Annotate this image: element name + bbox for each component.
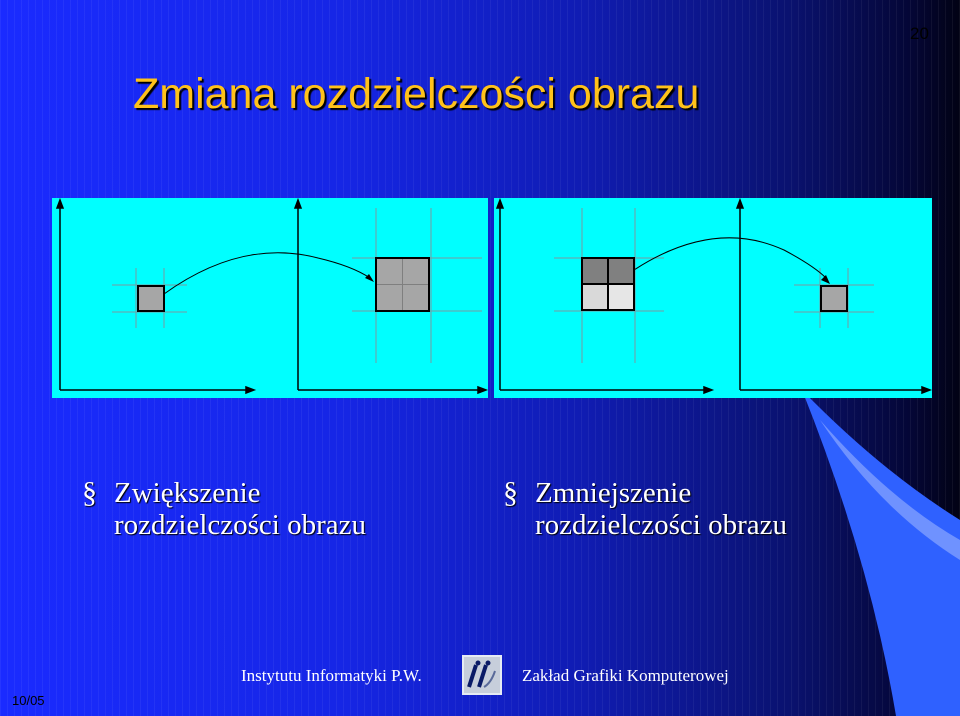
bullet-text: Zwiększenie rozdzielczości obrazu bbox=[114, 477, 366, 541]
bullet-increase: § Zwiększenie rozdzielczości obrazu bbox=[82, 476, 366, 542]
y-axis-arrow bbox=[495, 198, 505, 209]
axes-right bbox=[293, 198, 488, 395]
mapping-arrow bbox=[163, 252, 371, 295]
axes-right bbox=[735, 198, 932, 395]
increase-diagram bbox=[55, 198, 488, 395]
swoosh-highlight bbox=[820, 420, 960, 560]
bullet-line: rozdzielczości obrazu bbox=[535, 509, 787, 541]
mapping-arrow bbox=[633, 237, 827, 279]
mapping-arrow-head bbox=[821, 275, 830, 284]
bullet-marker: § bbox=[503, 476, 518, 509]
source-subpixel bbox=[582, 258, 608, 284]
mapping-arrow-head bbox=[365, 274, 374, 282]
footer-institute: Instytutu Informatyki P.W. bbox=[241, 666, 422, 685]
source-pixel bbox=[137, 285, 165, 312]
bullet-line: Zmniejszenie bbox=[535, 477, 692, 509]
bullet-marker: § bbox=[82, 476, 97, 509]
ii-logo-icon bbox=[462, 655, 502, 695]
bullet-line: Zwiększenie bbox=[114, 477, 261, 509]
y-axis-arrow bbox=[735, 198, 745, 209]
slide-number: 20 bbox=[910, 24, 929, 43]
slide-title: Zmiana rozdzielczości obrazu bbox=[133, 70, 700, 118]
x-axis-arrow bbox=[703, 385, 715, 395]
source-subpixel bbox=[582, 284, 608, 310]
x-axis-arrow bbox=[921, 385, 932, 395]
bullet-decrease: § Zmniejszenie rozdzielczości obrazu bbox=[503, 476, 787, 542]
axes-left bbox=[495, 198, 715, 395]
bullet-line: rozdzielczości obrazu bbox=[114, 509, 366, 541]
footer-department: Zakład Grafiki Komputerowej bbox=[522, 666, 729, 685]
x-axis-arrow bbox=[245, 385, 257, 395]
y-axis-arrow bbox=[293, 198, 303, 209]
source-subpixel bbox=[608, 284, 634, 310]
y-axis-arrow bbox=[55, 198, 65, 209]
x-axis-arrow bbox=[477, 385, 488, 395]
bullet-text: Zmniejszenie rozdzielczości obrazu bbox=[535, 477, 787, 541]
reduced-pixel bbox=[820, 285, 848, 312]
illustration-panel-decrease bbox=[494, 198, 932, 398]
illustration-panel-increase bbox=[52, 198, 488, 398]
axes-left bbox=[55, 198, 257, 395]
decrease-diagram bbox=[495, 198, 932, 395]
source-subpixel bbox=[608, 258, 634, 284]
slide-date: 10/05 bbox=[12, 693, 45, 708]
swoosh-shape bbox=[802, 390, 960, 716]
ii-logo-graphic bbox=[464, 657, 500, 693]
